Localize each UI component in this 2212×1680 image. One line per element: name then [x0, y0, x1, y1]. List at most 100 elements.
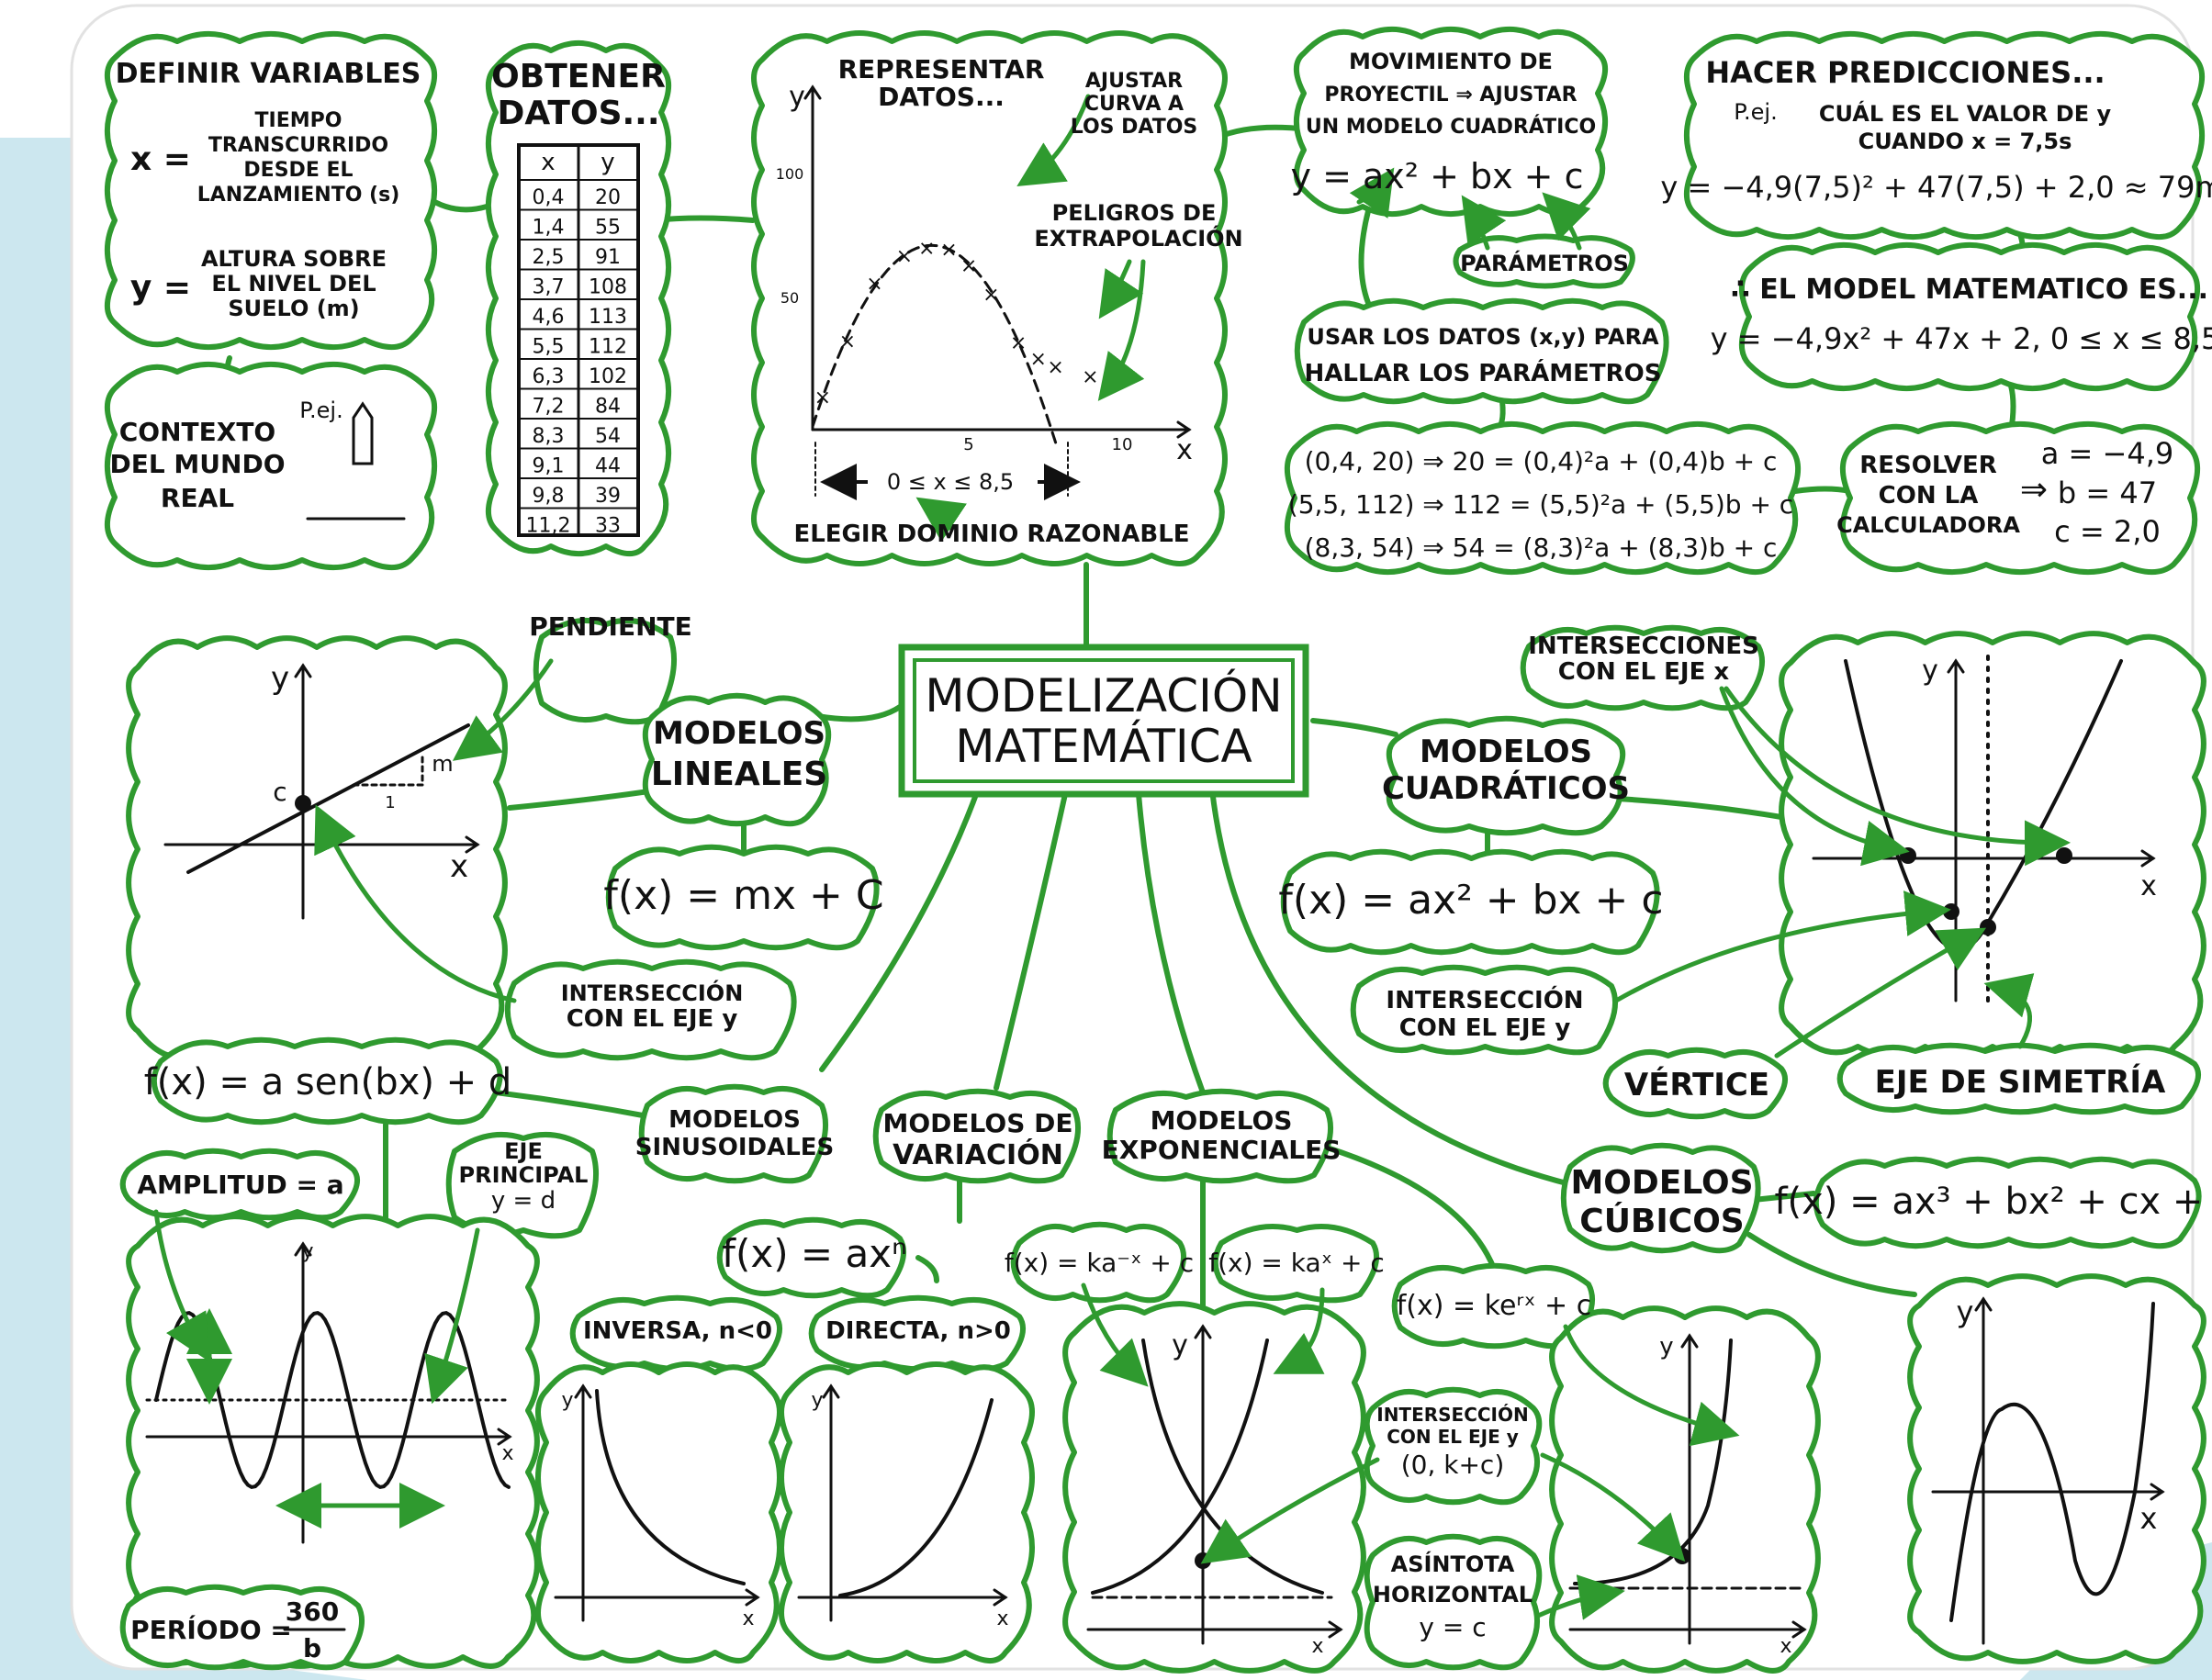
vertex-bubble: [1602, 1047, 1788, 1120]
vertex-label: VÉRTICE: [1624, 1066, 1769, 1103]
table-cell-x: 1,4: [533, 217, 565, 240]
inverse-y-arrowhead: [574, 1383, 592, 1399]
params-label: PARÁMETROS: [1460, 250, 1629, 276]
system-equation: (5,5, 112) ⇒ 112 = (5,5)²a + (5,5)b + c: [1288, 489, 1793, 520]
table-cell-y: 112: [589, 336, 627, 359]
direct-bubble: [808, 1294, 1026, 1372]
table-cell-y: 20: [595, 186, 621, 209]
asym-bubble: [1364, 1533, 1543, 1671]
exp2-x-arrowhead: [1791, 1620, 1807, 1639]
exp2-y-arrowhead: [1680, 1333, 1699, 1349]
params-arrow-b: [1461, 195, 1507, 251]
linear-eq-bubble: [605, 844, 880, 951]
variation-equation: f(x) = axⁿ: [722, 1231, 907, 1276]
sin-y-arrowhead: [294, 1241, 312, 1257]
domain-label: 0 ≤ x ≤ 8,5: [887, 469, 1014, 495]
xint-line1: INTERSECCIONES: [1528, 633, 1759, 660]
table-cell-y: 55: [595, 217, 621, 240]
danger-line1: PELIGROS DE: [1052, 200, 1217, 226]
asym-line2: HORIZONTAL: [1373, 1582, 1533, 1607]
linear-intercept-dot: [295, 795, 311, 812]
linear-graph-bubble: [126, 635, 508, 1063]
exp2-x-axis-label: x: [1780, 1635, 1791, 1658]
sin-equation: f(x) = a sen(bx) + d: [144, 1061, 512, 1103]
context-line3: REAL: [161, 483, 234, 513]
exp-title2: EXPONENCIALES: [1102, 1135, 1342, 1165]
exp-yint-line2: CON EL EJE y: [1387, 1426, 1519, 1448]
quadratic-equation: f(x) = ax² + bx + c: [1278, 877, 1663, 924]
x-symbol: x =: [130, 140, 191, 178]
graphs: ××××××××××××: [145, 84, 2165, 1645]
link-cubic-graph: [1746, 1232, 1917, 1297]
linear-intercept-bubble: [504, 958, 797, 1061]
inverse-x-arrowhead: [745, 1588, 760, 1607]
predict-title: HACER PREDICCIONES...: [1705, 55, 2105, 90]
data-point-mark: ×: [1082, 365, 1098, 388]
model-title: ∴ EL MODEL MATEMATICO ES...: [1731, 274, 2208, 306]
table-cell-x: 5,5: [533, 336, 565, 359]
params-arrow-c: [1542, 192, 1591, 251]
asym-arrow: [1535, 1574, 1625, 1620]
quadratic-graph-bubble: [1779, 631, 2206, 1058]
inverse-label: INVERSA, n<0: [583, 1317, 772, 1345]
fit-arrow: [1016, 94, 1091, 186]
inverse-x-axis-label: x: [742, 1607, 754, 1630]
link-center-quadratic: [1310, 718, 1398, 737]
table-cell-x: 6,3: [533, 365, 565, 388]
data-point-mark: ×: [896, 245, 913, 268]
exp-growth-curve: [1091, 1338, 1269, 1595]
table-cell-x: 8,3: [533, 425, 565, 448]
exp2-graph-bubble: [1549, 1305, 1821, 1674]
yint-q-line2: CON EL EJE y: [1399, 1014, 1571, 1042]
amplitude-label: AMPLITUD = a: [137, 1170, 343, 1200]
solve-line3: CALCULADORA: [1836, 512, 2020, 538]
danger-arrow-1: [1098, 259, 1144, 319]
y-description-line: SUELO (m): [228, 296, 359, 321]
quadratic-y-arrowhead: [1947, 658, 1965, 674]
xint-line2: CON EL EJE x: [1558, 658, 1730, 686]
asym-line1: ASÍNTOTA: [1391, 1551, 1515, 1577]
exp-title1: MODELOS: [1151, 1105, 1293, 1136]
cubic-title1: MODELOS: [1570, 1164, 1753, 1202]
link-sin-eq: [493, 1090, 646, 1118]
period-denominator: b: [303, 1633, 321, 1663]
sin-x-axis-label: x: [501, 1442, 513, 1465]
exp-negative-equation: f(x) = ka⁻ˣ + c: [1005, 1248, 1194, 1278]
sin-title1: MODELOS: [668, 1106, 801, 1134]
quadratic-eq-bubble: [1280, 848, 1660, 956]
link-center-variation: [994, 791, 1068, 1091]
solve-bubble: [1839, 421, 2201, 576]
exp-neg-arrow: [1081, 1282, 1149, 1387]
asym-line3: y = c: [1419, 1612, 1486, 1642]
center-title-line2: MATEMÁTICA: [955, 719, 1252, 773]
predict-question2: CUANDO x = 7,5s: [1858, 129, 2072, 154]
link-projectile-usedata: [1358, 208, 1371, 306]
link-center-cubic: [1209, 787, 1573, 1187]
link-center-exponential: [1136, 791, 1206, 1095]
fitted-parabola: [811, 243, 1058, 444]
table-cell-y: 91: [595, 246, 621, 269]
table-cell-y: 108: [589, 276, 627, 299]
linear-equation: f(x) = mx + C: [603, 872, 883, 919]
exp2-y-axis-label: y: [1659, 1333, 1673, 1361]
period-label: PERÍODO =: [130, 1614, 292, 1645]
cubic-x-axis-label: x: [2140, 1501, 2158, 1536]
linear-intercept1: INTERSECCIÓN: [561, 979, 744, 1006]
cubic-title2: CÚBICOS: [1579, 1202, 1744, 1240]
data-point-mark: ×: [960, 255, 977, 278]
linear-title2: LINEALES: [651, 756, 827, 793]
y-description-line: EL NIVEL DEL: [211, 271, 376, 297]
axis-line1: EJE: [504, 1138, 543, 1164]
exp-y-axis-label: y: [1172, 1329, 1188, 1361]
exp-pos-arrow: [1273, 1287, 1325, 1374]
inverse-graph-bubble: [535, 1361, 782, 1663]
table-cell-y: 54: [595, 425, 621, 448]
center-box-outer: [898, 644, 1309, 798]
variation-title-bubble: [872, 1088, 1082, 1184]
table-cell-y: 44: [595, 455, 621, 478]
linear-intercept-arrow: [314, 804, 517, 1003]
exp-yint-bubble: [1364, 1386, 1543, 1506]
exp-x-arrowhead: [1328, 1620, 1343, 1639]
exp-e-equation: f(x) = keʳˣ + c: [1397, 1290, 1591, 1322]
axis-line2: PRINCIPAL: [459, 1162, 589, 1188]
